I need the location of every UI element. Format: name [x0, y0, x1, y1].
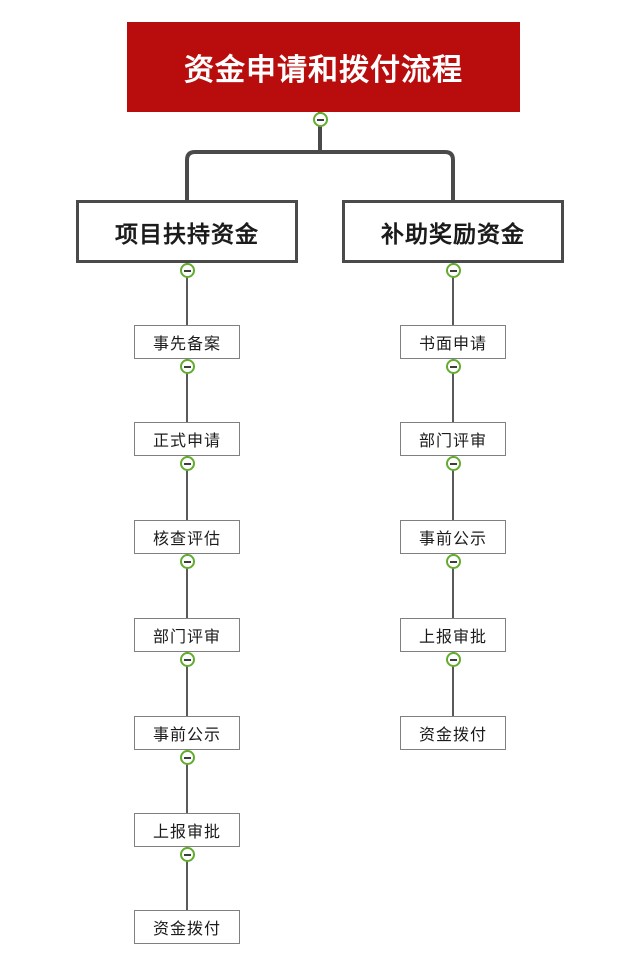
minus-circle-icon-right-0[interactable] — [446, 359, 461, 374]
branch-node-right[interactable]: 补助奖励资金 — [342, 200, 564, 263]
step-node-left-5-label: 上报审批 — [152, 822, 221, 841]
minus-circle-icon-right-1[interactable] — [446, 456, 461, 471]
minus-circle-icon-root[interactable] — [313, 112, 328, 127]
step-node-left-3-label: 部门评审 — [152, 627, 221, 646]
minus-circle-icon-right-3[interactable] — [446, 652, 461, 667]
step-node-left-2-label: 核查评估 — [152, 529, 221, 548]
step-node-left-2[interactable]: 核查评估 — [134, 520, 240, 554]
step-node-left-1[interactable]: 正式申请 — [134, 422, 240, 456]
minus-circle-icon-left-0[interactable] — [180, 359, 195, 374]
step-node-right-4-label: 资金拨付 — [418, 725, 487, 744]
branch-node-left[interactable]: 项目扶持资金 — [76, 200, 298, 263]
step-node-left-4-label: 事前公示 — [152, 725, 221, 744]
step-node-right-3-label: 上报审批 — [418, 627, 487, 646]
step-node-left-0-label: 事先备案 — [152, 334, 221, 353]
minus-circle-icon-branch-left[interactable] — [180, 263, 195, 278]
minus-circle-icon-left-5[interactable] — [180, 847, 195, 862]
minus-circle-icon-branch-right[interactable] — [446, 263, 461, 278]
root-node[interactable]: 资金申请和拨付流程 — [127, 22, 520, 112]
minus-circle-icon-left-3[interactable] — [180, 652, 195, 667]
root-node-label: 资金申请和拨付流程 — [184, 53, 463, 88]
step-node-left-4[interactable]: 事前公示 — [134, 716, 240, 750]
step-node-right-1-label: 部门评审 — [418, 431, 487, 450]
step-node-right-2[interactable]: 事前公示 — [400, 520, 506, 554]
step-node-left-3[interactable]: 部门评审 — [134, 618, 240, 652]
step-node-right-4[interactable]: 资金拨付 — [400, 716, 506, 750]
minus-circle-icon-right-2[interactable] — [446, 554, 461, 569]
step-node-left-5[interactable]: 上报审批 — [134, 813, 240, 847]
step-node-left-0[interactable]: 事先备案 — [134, 325, 240, 359]
step-node-left-1-label: 正式申请 — [152, 431, 221, 450]
step-node-right-3[interactable]: 上报审批 — [400, 618, 506, 652]
edge-branch-bus — [185, 150, 455, 200]
step-node-left-6-label: 资金拨付 — [152, 919, 221, 938]
step-node-left-6[interactable]: 资金拨付 — [134, 910, 240, 944]
minus-circle-icon-left-4[interactable] — [180, 750, 195, 765]
branch-node-left-label: 项目扶持资金 — [115, 221, 259, 248]
branch-node-right-label: 补助奖励资金 — [381, 221, 525, 248]
step-node-right-0-label: 书面申请 — [418, 334, 487, 353]
step-node-right-0[interactable]: 书面申请 — [400, 325, 506, 359]
step-node-right-2-label: 事前公示 — [418, 529, 487, 548]
step-node-right-1[interactable]: 部门评审 — [400, 422, 506, 456]
minus-circle-icon-left-2[interactable] — [180, 554, 195, 569]
minus-circle-icon-left-1[interactable] — [180, 456, 195, 471]
